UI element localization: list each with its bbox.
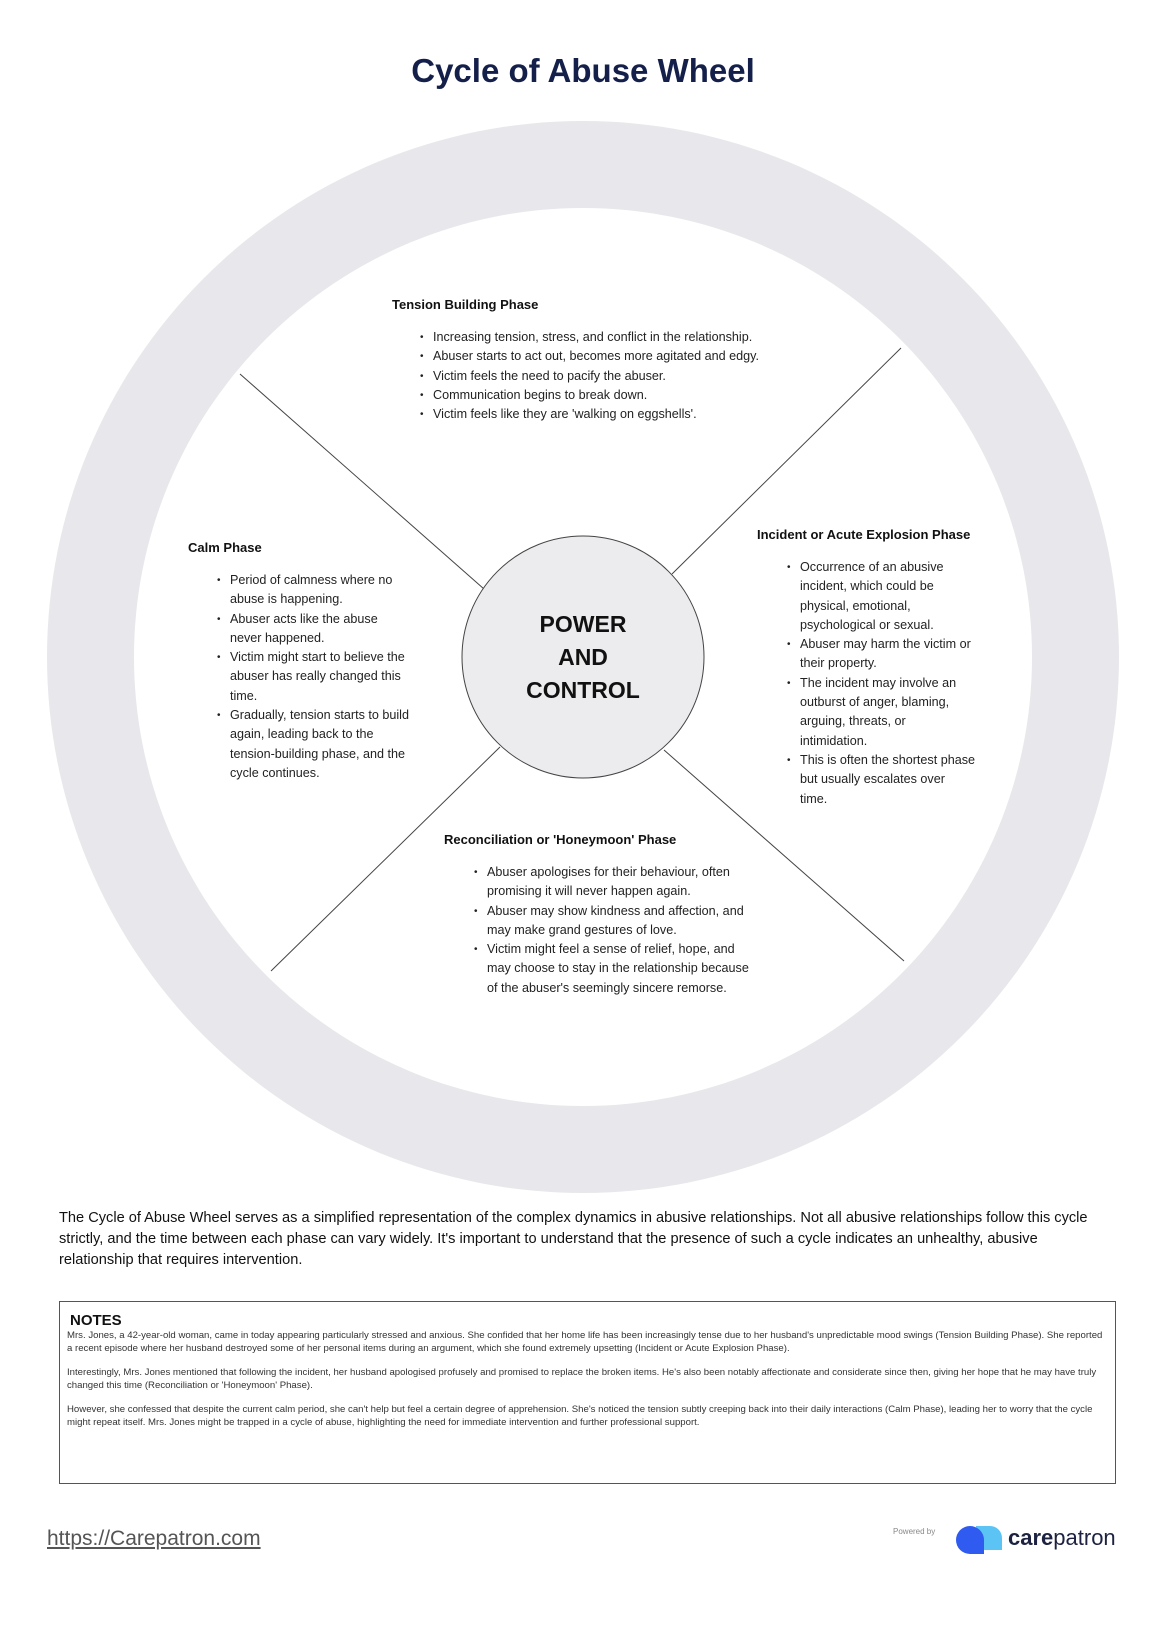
list-item: Victim might feel a sense of relief, hop… xyxy=(474,940,757,998)
carepatron-link[interactable]: https://Carepatron.com xyxy=(47,1527,261,1550)
hub-line-1: POWER xyxy=(539,610,627,637)
summary-paragraph: The Cycle of Abuse Wheel serves as a sim… xyxy=(59,1210,1088,1268)
list-item: Victim feels the need to pacify the abus… xyxy=(420,367,778,387)
hub-line-2: AND xyxy=(558,643,608,670)
list-item: Abuser may harm the victim or their prop… xyxy=(787,635,975,674)
powered-by-label: Powered by xyxy=(893,1527,936,1536)
spoke-bottom-right xyxy=(663,749,905,962)
list-item: Communication begins to break down. xyxy=(420,386,778,406)
hub-circle xyxy=(461,535,705,779)
hub-label: POWER AND CONTROL xyxy=(462,536,704,778)
notes-paragraph: Mrs. Jones, a 42-year-old woman, came in… xyxy=(67,1330,1103,1354)
list-item: Occurrence of an abusive incident, which… xyxy=(787,558,975,635)
reconciliation-phase: Reconciliation or 'Honeymoon' Phase Abus… xyxy=(444,830,774,998)
phase-heading: Incident or Acute Explosion Phase xyxy=(757,527,971,542)
logo-rest: patron xyxy=(1053,1525,1116,1550)
page-title: Cycle of Abuse Wheel xyxy=(411,52,755,89)
notes-paragraph: Interestingly, Mrs. Jones mentioned that… xyxy=(67,1367,1097,1391)
notes-paragraph: However, she confessed that despite the … xyxy=(67,1404,1093,1428)
list-item: Abuser acts like the abuse never happene… xyxy=(217,610,410,649)
spoke-top-right xyxy=(671,347,902,575)
abuse-wheel xyxy=(47,121,1119,1193)
list-item: Gradually, tension starts to build again… xyxy=(217,706,410,783)
list-item: The incident may involve an outburst of … xyxy=(787,674,975,751)
incident-phase: Incident or Acute Explosion Phase Occurr… xyxy=(757,525,975,809)
notes-heading: NOTES xyxy=(70,1312,122,1329)
calm-phase: Calm Phase Period of calmness where no a… xyxy=(188,538,418,783)
phase-heading: Tension Building Phase xyxy=(392,297,539,312)
list-item: Period of calmness where no abuse is hap… xyxy=(217,571,410,610)
list-item: Victim feels like they are 'walking on e… xyxy=(420,405,778,425)
logo-wordmark: carepatron xyxy=(1008,1525,1116,1551)
notes-box: NOTES Mrs. Jones, a 42-year-old woman, c… xyxy=(59,1301,1116,1484)
logo-bold: care xyxy=(1008,1525,1054,1550)
phase-heading: Reconciliation or 'Honeymoon' Phase xyxy=(444,832,677,847)
list-item: Increasing tension, stress, and conflict… xyxy=(420,328,778,348)
tension-building-phase: Tension Building Phase Increasing tensio… xyxy=(392,295,782,425)
carepatron-logo-icon xyxy=(956,1526,1002,1554)
list-item: Abuser may show kindness and affection, … xyxy=(474,902,757,941)
list-item: Abuser starts to act out, becomes more a… xyxy=(420,347,778,367)
phase-heading: Calm Phase xyxy=(188,540,262,555)
carepatron-logo[interactable]: carepatron xyxy=(956,1522,1116,1554)
spoke-bottom-left xyxy=(270,746,501,972)
list-item: Abuser apologises for their behaviour, o… xyxy=(474,863,757,902)
list-item: Victim might start to believe the abuser… xyxy=(217,648,410,706)
hub-line-3: CONTROL xyxy=(526,676,640,703)
list-item: This is often the shortest phase but usu… xyxy=(787,751,975,809)
spoke-top-left xyxy=(239,373,485,590)
